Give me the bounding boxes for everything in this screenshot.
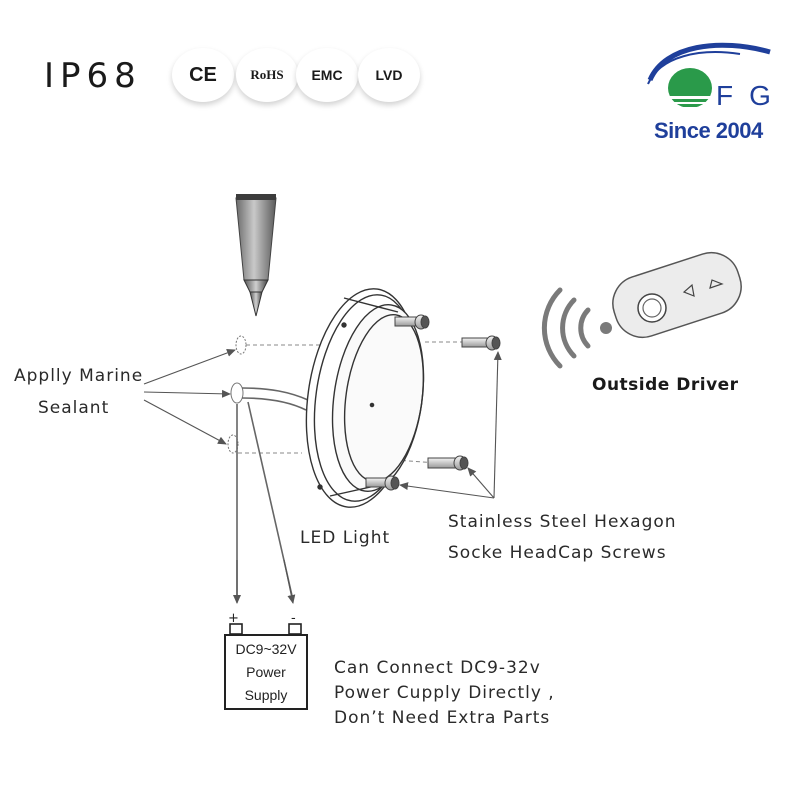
emc-badge: EMC	[296, 48, 358, 102]
power-supply-box: DC9~32V Power Supply	[224, 634, 308, 710]
wireless-signal-icon	[541, 287, 612, 369]
sealant-holes	[227, 335, 247, 454]
lvd-badge: LVD	[358, 48, 420, 102]
power-arrows	[233, 559, 296, 604]
power-supply-line3: Supply	[244, 687, 288, 703]
logo-tagline: Since 2004	[654, 118, 763, 143]
screws-label: Stainless Steel Hexagon	[448, 512, 677, 532]
led-light-fixture	[305, 288, 425, 508]
note-line-3: Don’t Need Extra Parts	[334, 708, 551, 728]
ce-badge: CE	[172, 48, 234, 102]
sealant-label: Applly Marine	[14, 366, 144, 386]
screws-label-line2: Socke HeadCap Screws	[448, 543, 667, 563]
remote-driver-icon	[612, 251, 742, 339]
screw-icon	[394, 314, 430, 330]
logo-letters: FG	[716, 80, 787, 111]
power-supply-voltage: DC9~32V	[235, 641, 297, 657]
sealant-arrows	[143, 349, 236, 445]
screw-icon	[427, 455, 469, 471]
note-line-2: Power Cupply Directly ,	[334, 683, 555, 703]
note-line-1: Can Connect DC9-32v	[334, 658, 541, 678]
led-light-label: LED Light	[300, 528, 391, 548]
sealant-label-line2: Sealant	[38, 398, 110, 418]
hex-screws	[365, 314, 501, 491]
screw-icon	[365, 475, 400, 491]
power-supply-line2: Power	[246, 664, 286, 680]
fg-logo	[647, 42, 771, 109]
ip-rating: IP68	[44, 56, 142, 96]
rohs-badge: RoHS	[236, 48, 298, 102]
negative-terminal-label: -	[291, 611, 296, 626]
sealant-tube-icon	[235, 194, 277, 317]
screw-arrows	[399, 351, 502, 499]
positive-terminal-label: +	[228, 611, 239, 626]
screw-icon	[461, 335, 501, 351]
cable	[236, 387, 309, 601]
outside-driver-label: Outside Driver	[592, 375, 739, 395]
